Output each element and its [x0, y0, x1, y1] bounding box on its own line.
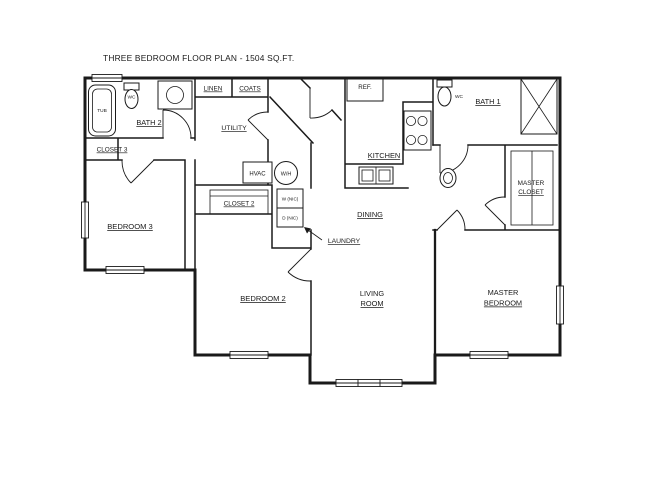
fixture-label-wc-bath2: WC	[128, 95, 137, 101]
room-label-bedroom-2: BEDROOM 2	[240, 294, 286, 303]
plan-title: THREE BEDROOM FLOOR PLAN - 1504 SQ.FT.	[103, 53, 294, 63]
laundry-appliances	[276, 188, 304, 228]
closet2-box	[209, 189, 269, 215]
left-wing-walls	[84, 77, 312, 356]
master-closet-shelving	[510, 150, 554, 226]
bath2-fixtures	[88, 80, 193, 137]
windows	[81, 74, 564, 387]
room-label-laundry: LAUNDRY	[328, 238, 361, 245]
room-label-bath-2: BATH 2	[136, 118, 161, 127]
shower	[520, 78, 558, 135]
fixture-label-washer: W (NIC)	[282, 197, 299, 202]
room-label-closet-3: CLOSET 3	[97, 147, 128, 154]
room-label-dining: DINING	[357, 210, 383, 219]
fixture-label-dryer: D (NIC)	[282, 216, 298, 221]
labels: BATH 2 LINEN COATS CLOSET 3 UTILITY HVAC…	[97, 84, 545, 308]
bath2-door	[162, 109, 192, 139]
room-label-bedroom-3: BEDROOM 3	[107, 222, 153, 231]
room-label-master-bedroom-line2: BEDROOM	[484, 299, 522, 308]
kitchen-fixtures	[346, 78, 432, 185]
pedestal-sink-hall	[439, 168, 457, 188]
room-label-master-closet-line1: MASTER	[518, 180, 545, 187]
fixture-label-hvac: HVAC	[249, 172, 266, 178]
kitchen-sink	[358, 166, 394, 185]
utility-fixtures	[242, 161, 298, 185]
laundry-leader-line	[304, 227, 323, 241]
tub-fixture	[88, 84, 116, 137]
bath1-fixtures	[436, 78, 558, 188]
fixture-label-water-heater: W/H	[281, 172, 292, 178]
room-label-master-bedroom-line1: MASTER	[488, 288, 519, 297]
fixture-label-tub: TUB	[97, 108, 107, 114]
room-label-linen: LINEN	[204, 86, 223, 93]
patio-door-living-bottom	[335, 379, 403, 387]
window-bedroom3-bottom	[105, 266, 145, 274]
fixture-label-fridge: REF.	[358, 84, 372, 91]
hvac-unit	[242, 161, 273, 184]
stove	[403, 110, 432, 151]
room-label-kitchen: KITCHEN	[368, 151, 400, 160]
window-master-right	[556, 285, 564, 325]
entry-corridor-walls	[268, 76, 343, 145]
bedroom2-door	[287, 248, 312, 282]
window-master-bottom	[469, 351, 509, 359]
exterior-wall-outline	[83, 76, 562, 385]
water-heater	[274, 161, 298, 185]
room-label-living-line1: LIVING	[360, 289, 384, 298]
toilet-bath1	[436, 79, 453, 107]
master-closet-door	[484, 196, 506, 226]
bedroom3-door	[121, 159, 155, 184]
entry-door	[309, 88, 333, 119]
interior-walls	[84, 76, 561, 357]
window-bedroom2-bottom	[229, 351, 269, 359]
master-bedroom-door	[436, 209, 466, 231]
room-label-coats: COATS	[239, 86, 261, 93]
room-label-living-line2: ROOM	[361, 299, 384, 308]
bath1-door	[439, 144, 469, 174]
refrigerator	[346, 78, 384, 102]
vanity-sink-bath2	[157, 80, 193, 110]
room-label-utility: UTILITY	[221, 125, 247, 132]
dryer-box	[276, 207, 304, 228]
fixture-label-wc-bath1: WC	[455, 94, 464, 100]
room-label-bath-1: BATH 1	[475, 97, 500, 106]
room-label-master-closet-line2: CLOSET	[518, 189, 544, 196]
window-bedroom3-left	[81, 201, 89, 239]
right-wing-walls	[432, 144, 561, 231]
kitchen-walls	[344, 77, 434, 189]
utility-door	[247, 111, 269, 141]
room-label-closet-2: CLOSET 2	[224, 201, 255, 208]
window-bath2-top	[91, 74, 123, 82]
exterior-walls	[83, 76, 562, 385]
toilet-bath2	[123, 82, 140, 109]
